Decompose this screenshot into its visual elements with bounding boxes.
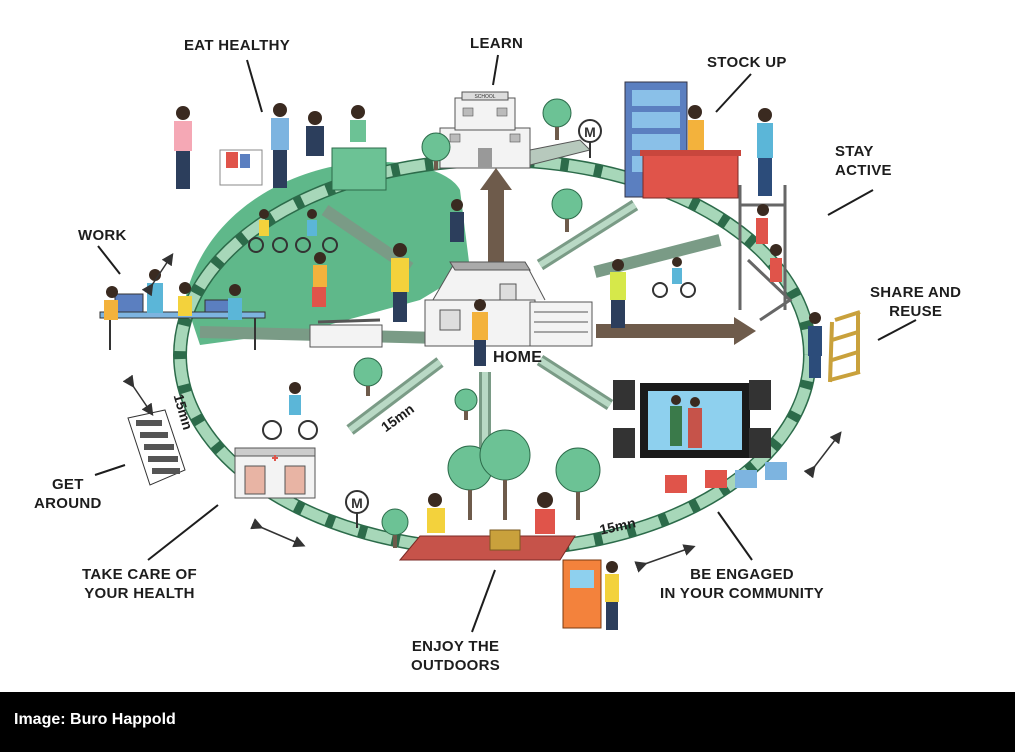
arrow-right <box>596 317 756 345</box>
label-engaged-line1: BE ENGAGED <box>690 566 794 583</box>
worker-figure <box>808 312 822 378</box>
ladder-icon <box>828 310 861 383</box>
label-work: WORK <box>78 227 127 244</box>
leader-lines <box>94 54 917 633</box>
label-take-care-line2: YOUR HEALTH <box>84 585 195 602</box>
label-stay-active-line1: STAY <box>835 143 874 160</box>
image-credit: Image: Buro Happold <box>14 711 176 728</box>
label-engaged: BE ENGAGED IN YOUR COMMUNITY <box>660 565 824 603</box>
atm-icon <box>562 559 619 630</box>
label-share-line2: REUSE <box>889 303 943 320</box>
label-take-care-line1: TAKE CARE OF <box>82 566 197 583</box>
park-shelter <box>309 318 383 348</box>
label-stay-active-line2: ACTIVE <box>835 162 892 179</box>
home-icon <box>424 261 593 366</box>
label-outdoors-line2: OUTDOORS <box>411 657 501 674</box>
svg-text:M: M <box>584 124 596 140</box>
metro-sign-icon: M <box>578 119 602 158</box>
label-get-around-line2: AROUND <box>34 495 102 512</box>
label-share-line1: SHARE AND <box>870 284 962 301</box>
shop-icon <box>624 81 773 199</box>
label-stay-active: STAY ACTIVE <box>835 142 892 180</box>
label-outdoors-line1: ENJOY THE <box>411 638 500 655</box>
cinema-screen-icon <box>613 380 787 493</box>
label-outdoors: ENJOY THE OUTDOORS <box>411 637 500 675</box>
clinic-icon <box>234 447 316 499</box>
crosswalk-icon <box>127 409 186 486</box>
label-engaged-line2: IN YOUR COMMUNITY <box>660 585 824 602</box>
arrow-up <box>480 168 512 272</box>
label-stock-up: STOCK UP <box>707 54 787 71</box>
double-arrows <box>122 253 842 573</box>
metro-sign-icon-2: M <box>345 490 369 528</box>
picnic-icon <box>398 492 576 561</box>
label-eat-healthy: EAT HEALTHY <box>184 37 291 54</box>
label-take-care: TAKE CARE OF YOUR HEALTH <box>82 565 197 603</box>
label-learn: LEARN <box>470 35 524 52</box>
label-get-around-line1: GET <box>51 476 84 493</box>
grocery-scene <box>174 103 387 191</box>
label-share-reuse: SHARE AND REUSE <box>870 283 961 321</box>
gym-icon <box>738 185 793 322</box>
footer-bar: Image: Buro Happold <box>0 692 1015 752</box>
school-sign: SCHOOL <box>474 94 495 100</box>
diagram-canvas: SCHOOL M M <box>94 54 917 633</box>
label-home: HOME <box>493 349 543 366</box>
svg-text:M: M <box>351 495 363 511</box>
label-get-around: GET AROUND <box>34 475 102 513</box>
cyclist-icon <box>248 237 696 440</box>
city-diagram: SCHOOL M M <box>34 35 961 675</box>
